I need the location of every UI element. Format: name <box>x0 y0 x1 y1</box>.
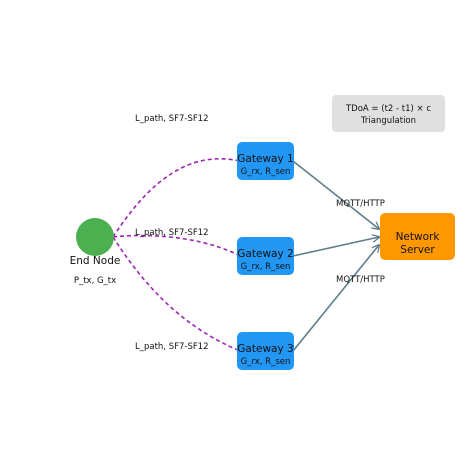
radio-link-gateway-1 <box>112 157 241 238</box>
gateway-3: Gateway 3 G_rx, R_sen <box>237 332 294 370</box>
tdoa-info-box: TDoA = (t2 - t1) × c Triangulation <box>332 95 445 132</box>
gateway-3-params: G_rx, R_sen <box>240 357 291 367</box>
end-node-circle <box>76 218 114 256</box>
gateway-1: Gateway 1 G_rx, R_sen <box>237 142 294 180</box>
gateway-3-label: Gateway 3 <box>237 343 294 355</box>
network-server-label-line1: Network <box>395 231 440 243</box>
radio-link-label-3: L_path, SF7-SF12 <box>135 342 209 352</box>
gateway-1-label: Gateway 1 <box>237 153 294 165</box>
radio-link-gateway-3 <box>112 236 241 352</box>
network-server-label-line2: Server <box>400 244 435 256</box>
gateway-2-label: Gateway 2 <box>237 248 294 260</box>
radio-link-label-1: L_path, SF7-SF12 <box>135 114 209 124</box>
end-node-params: P_tx, G_tx <box>73 276 117 286</box>
backhaul-link-gateway-3 <box>292 245 379 352</box>
gateway-2: Gateway 2 G_rx, R_sen <box>237 237 294 275</box>
network-server: Network Server <box>380 213 455 260</box>
backhaul-link-gateway-2 <box>292 237 379 257</box>
gateway-1-params: G_rx, R_sen <box>240 167 291 177</box>
network-server-label: Network Server <box>380 231 455 257</box>
backhaul-label-upper: MQTT/HTTP <box>336 199 385 209</box>
end-node-label: End Node <box>69 255 121 267</box>
gateway-2-params: G_rx, R_sen <box>240 262 291 272</box>
backhaul-link-gateway-1 <box>292 160 379 229</box>
tdoa-formula: TDoA = (t2 - t1) × c <box>345 104 432 114</box>
radio-link-gateway-2 <box>112 234 241 257</box>
radio-link-label-2: L_path, SF7-SF12 <box>135 228 209 238</box>
tdoa-method: Triangulation <box>360 116 417 126</box>
backhaul-label-lower: MQTT/HTTP <box>336 275 385 285</box>
